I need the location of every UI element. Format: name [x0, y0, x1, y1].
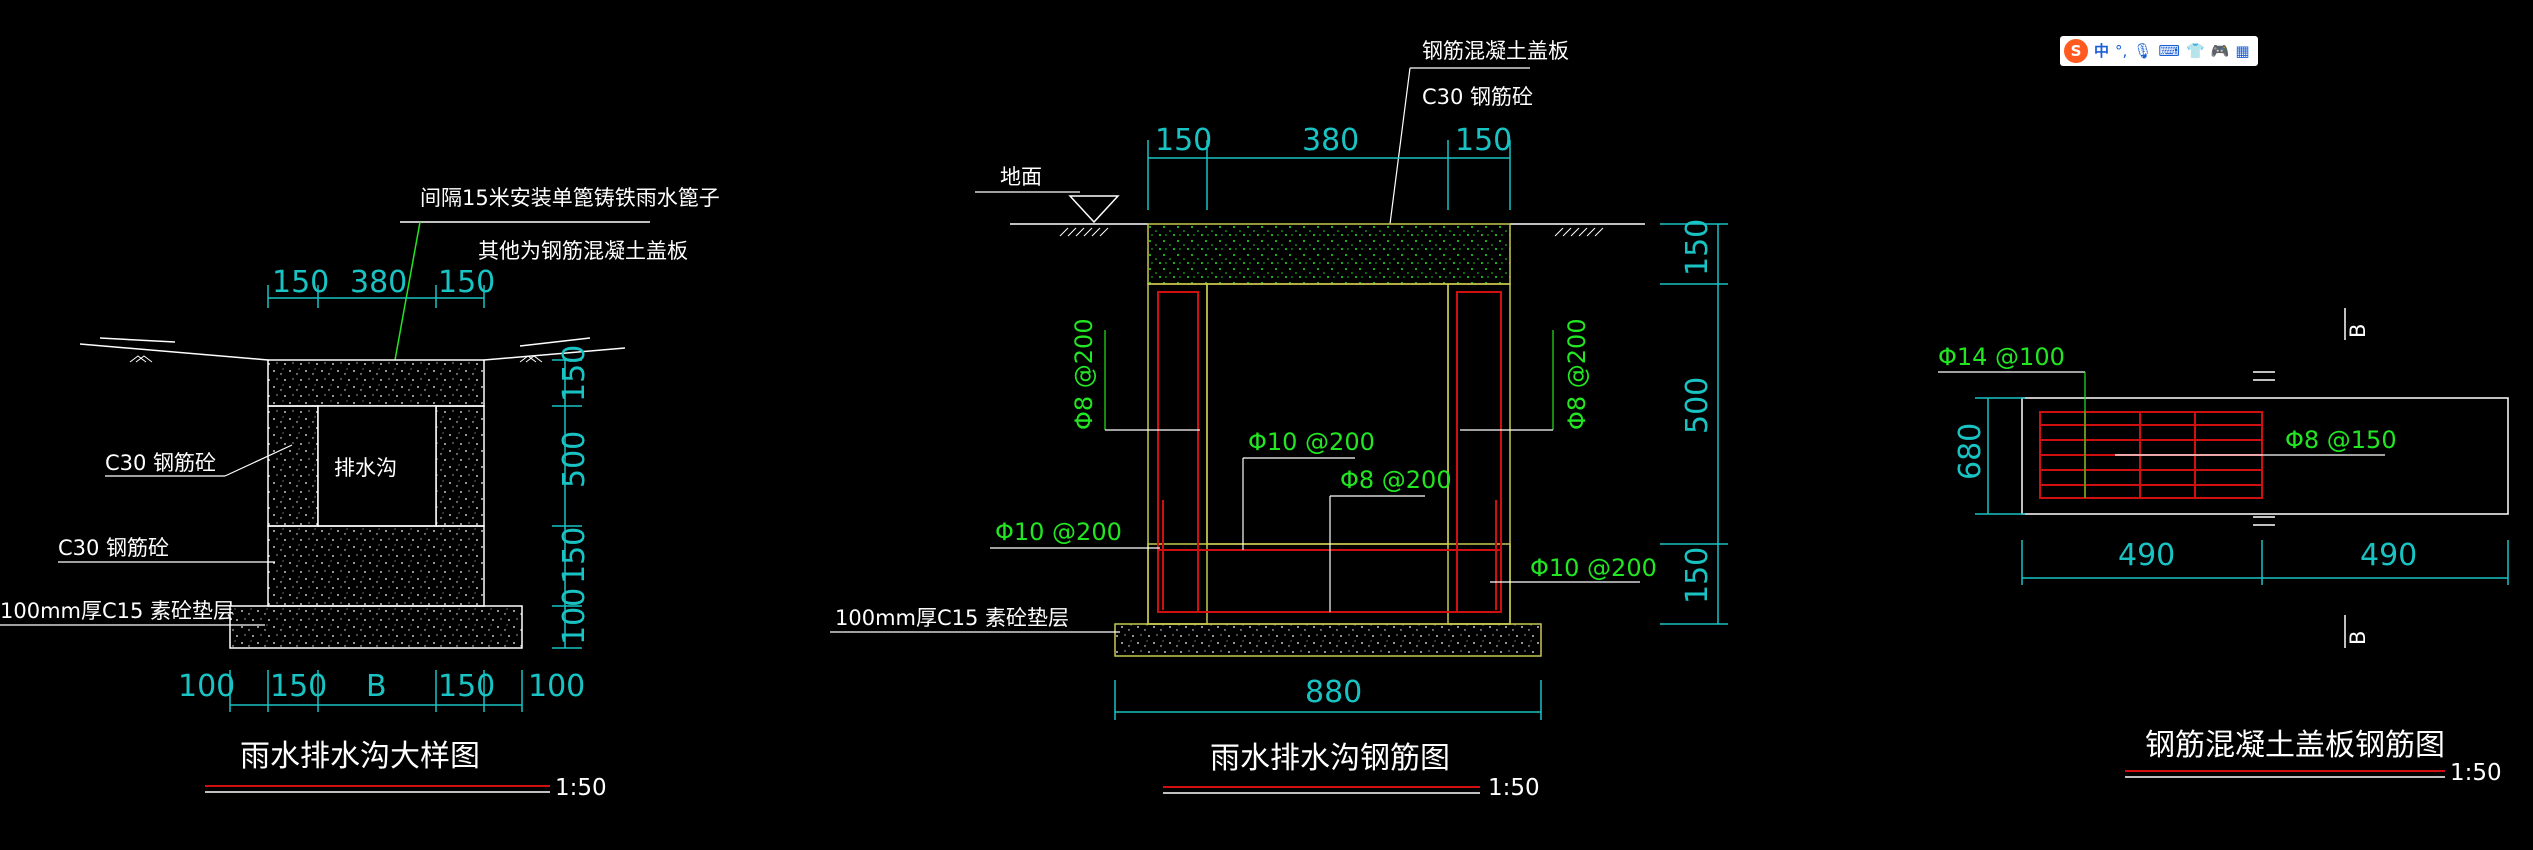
label-right-bottom: Φ10 @200 [1530, 554, 1657, 582]
rebar-view: 钢筋混凝土盖板 C30 钢筋砼 150 380 150 地面 [830, 39, 1728, 801]
detail-dim-bottom-3: B [366, 669, 387, 704]
rebar-dim-bottom: 880 [1305, 675, 1362, 710]
detail-dim-right-3: 150 [557, 527, 592, 584]
detail-dim-bottom-4: 150 [438, 669, 495, 704]
label-top-bar: Φ14 @100 [1938, 343, 2065, 371]
label-c30-wall: C30 钢筋砼 [105, 451, 216, 475]
detail-dim-right-1: 150 [557, 345, 592, 402]
slab-dim-height: 680 [1953, 423, 1988, 480]
detail-dim-top-3: 150 [438, 265, 495, 300]
detail-view: 间隔15米安装单篦铸铁雨水篦子 其他为钢筋混凝土盖板 150 380 150 排… [0, 186, 720, 801]
detail-dim-right-4: 100 [557, 588, 592, 645]
slab-scale: 1:50 [2450, 760, 2502, 786]
label-right-wall: Φ8 @200 [1563, 318, 1591, 430]
label-c30-rebar: C30 钢筋砼 [1422, 85, 1533, 109]
note-grate: 间隔15米安装单篦铸铁雨水篦子 [420, 186, 720, 210]
label-channel: 排水沟 [334, 456, 397, 480]
rebar-scale: 1:50 [1488, 775, 1540, 801]
rebar-dim-top-3: 150 [1455, 123, 1512, 158]
menu-grid-icon[interactable]: ▦ [2235, 42, 2250, 60]
label-bar: Φ8 @150 [2285, 426, 2397, 454]
rebar-title: 雨水排水沟钢筋图 [1210, 741, 1450, 776]
detail-dim-bottom-5: 100 [528, 669, 585, 704]
label-c30-base: C30 钢筋砼 [58, 536, 169, 560]
label-center: Φ10 @200 [1248, 428, 1375, 456]
rebar-dim-right-1: 150 [1680, 219, 1715, 276]
skin-icon[interactable]: 👕 [2186, 42, 2205, 60]
slab-title: 钢筋混凝土盖板钢筋图 [2145, 728, 2445, 763]
section-mark-bottom: B [2346, 631, 2370, 645]
game-icon[interactable]: 🎮 [2210, 42, 2230, 60]
detail-dim-top-2: 380 [350, 265, 407, 300]
label-cover: 钢筋混凝土盖板 [1422, 39, 1569, 63]
label-left-bottom: Φ10 @200 [995, 518, 1122, 546]
slab-view: B B Φ14 @100 Φ8 @150 680 490 [1938, 308, 2509, 786]
detail-dim-bottom-1: 100 [178, 669, 235, 704]
rebar-dim-top-1: 150 [1155, 123, 1212, 158]
detail-dim-right-2: 500 [557, 431, 592, 488]
label-cushion-rebar: 100mm厚C15 素砼垫层 [835, 606, 1069, 630]
ime-mode-toggle[interactable]: 中 [2094, 42, 2110, 60]
rebar-dim-right-3: 150 [1680, 547, 1715, 604]
detail-title: 雨水排水沟大样图 [240, 739, 480, 774]
ime-toolbar[interactable]: S 中 °, 🎙 ⌨ 👕 🎮 ▦ [2060, 36, 2258, 66]
label-center-2: Φ8 @200 [1340, 466, 1452, 494]
keyboard-icon[interactable]: ⌨ [2158, 42, 2180, 60]
detail-scale: 1:50 [555, 775, 607, 801]
label-cushion-detail: 100mm厚C15 素砼垫层 [0, 599, 234, 623]
sogou-logo-icon[interactable]: S [2064, 39, 2088, 63]
rebar-dim-top-2: 380 [1302, 123, 1359, 158]
microphone-icon[interactable]: 🎙 [2133, 42, 2153, 60]
section-mark-top: B [2346, 324, 2370, 338]
label-ground: 地面 [1000, 165, 1042, 189]
punctuation-icon[interactable]: °, [2115, 42, 2128, 60]
detail-dim-top-1: 150 [272, 265, 329, 300]
rebar-dim-right-2: 500 [1680, 377, 1715, 434]
detail-dim-bottom-2: 150 [270, 669, 327, 704]
slab-dim-bottom-1: 490 [2118, 538, 2175, 573]
note-cover: 其他为钢筋混凝土盖板 [478, 239, 688, 263]
label-left-wall: Φ8 @200 [1070, 318, 1098, 430]
slab-dim-bottom-2: 490 [2360, 538, 2417, 573]
